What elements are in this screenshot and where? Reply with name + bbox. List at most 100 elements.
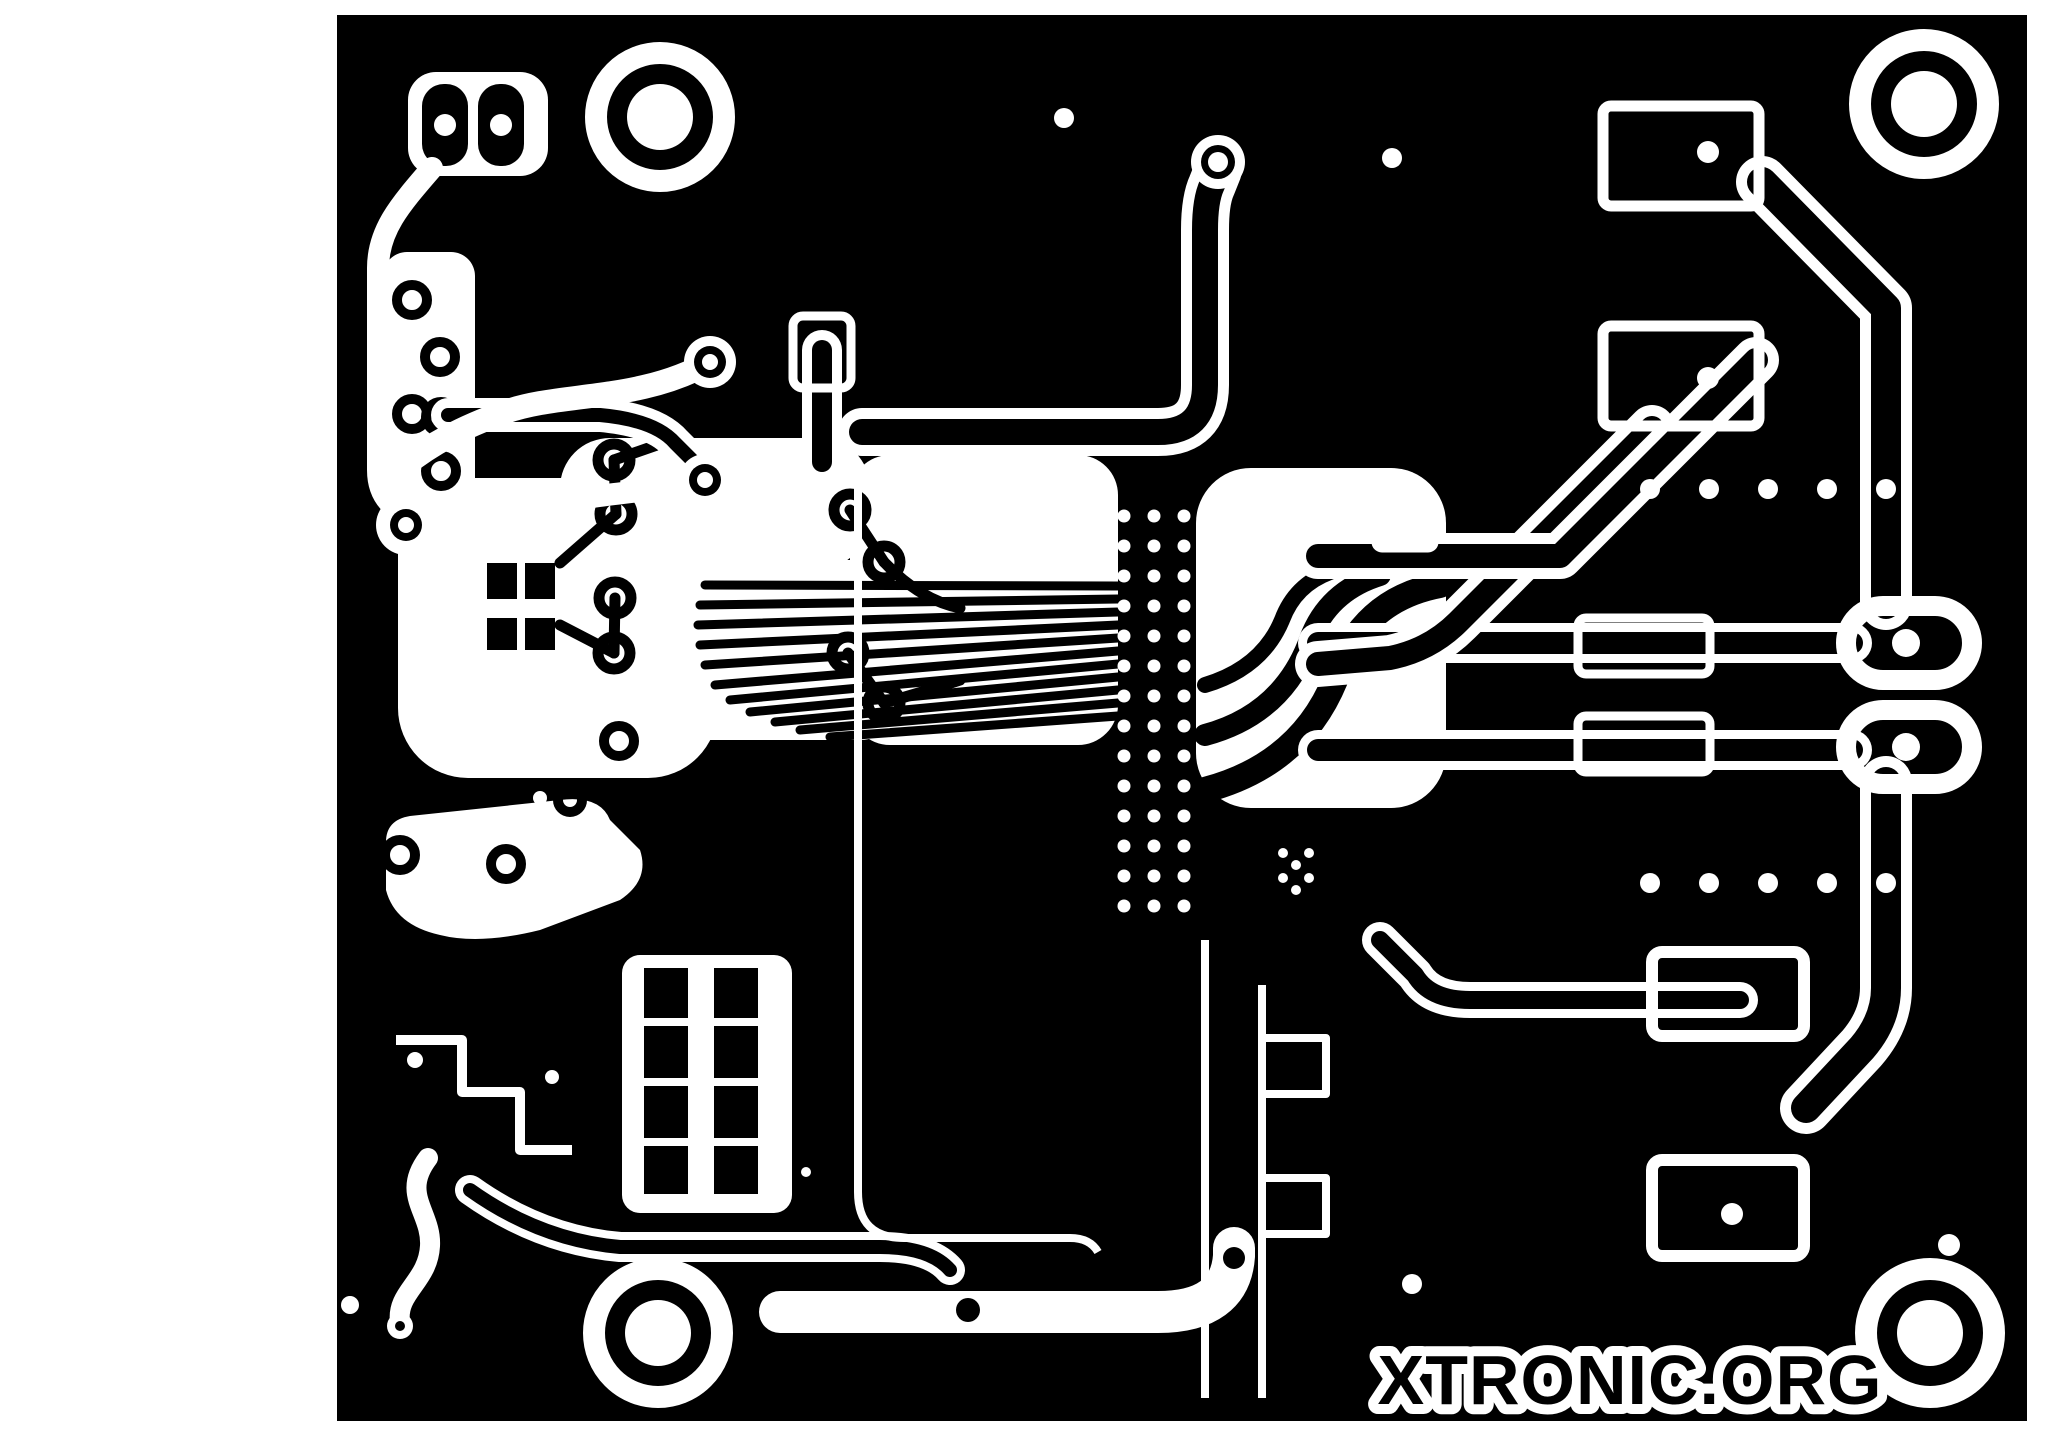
via-dot [1177,899,1191,913]
via-dot [1177,629,1191,643]
via-dot [1117,599,1131,613]
via-dot [1147,539,1161,553]
stray-dot [533,791,547,805]
dither-dot [1248,537,1258,547]
via-dot [1147,629,1161,643]
halo-traces [431,146,1912,1285]
lowerleft-pour [386,799,643,939]
staircase-outline [396,1035,572,1155]
mount-hole-core [1891,71,1957,137]
via-dot [1117,719,1131,733]
stray-dot [1938,1234,1960,1256]
via-grid [1117,509,1191,913]
via-dot [1147,509,1161,523]
stray-dot [1402,1274,1422,1294]
via-dot [1177,809,1191,823]
pad [387,1313,413,1339]
mount-hole-core [1897,1300,1963,1366]
rect-pads [1371,100,1810,1262]
scatter-dots [341,108,1960,1318]
square-pad-ring [599,721,639,761]
via-dot [1117,899,1131,913]
solder-dot-rows [1640,479,1896,893]
dither-dot [1373,497,1383,507]
dither-dot [1235,525,1245,535]
via-dot [1117,809,1131,823]
stray-dot [801,1167,811,1177]
dither-dot [1278,873,1288,883]
via-dot [1117,569,1131,583]
solder-dot [1758,479,1778,499]
dither-dot [1355,519,1365,529]
dither-dot [1291,885,1301,895]
rect-pad-a [1597,100,1765,212]
mount-hole-ring [1849,29,1999,179]
pad [679,454,731,506]
via-dot [1147,839,1161,853]
dither-dot [1304,848,1314,858]
solder-dot [1876,873,1896,893]
band-hole [1223,1247,1245,1269]
via-dot [1147,749,1161,763]
pad-drill-hole [1697,367,1719,389]
solder-dot [1640,479,1660,499]
rect-pad-g [1371,493,1439,553]
dither-dot [1261,525,1271,535]
dither-dot [1360,505,1370,515]
stray-dot [341,1296,359,1314]
via-dot [1177,749,1191,763]
rect-pad-c [1646,946,1810,1042]
solder-dot [1817,873,1837,893]
pad [1191,135,1245,189]
pad-drill-hole [434,114,456,136]
ring-pads-lowerleft [380,783,587,884]
via-dot [1147,899,1161,913]
via-dot [1177,839,1191,853]
stray-dot [1054,108,1074,128]
dither-dot [1304,873,1314,883]
via-dot [1147,869,1161,883]
via-dot [1147,659,1161,673]
solder-dot [1876,479,1896,499]
via-dot [1117,689,1131,703]
rect-pad-e [1573,613,1715,679]
mount-hole-core [627,84,693,150]
mounting-holes [583,29,2005,1408]
dither-dot [1291,860,1301,870]
logo-text: XTRONIC.ORG [1378,1341,1883,1419]
via-dot [1117,509,1131,523]
via-dot [1117,629,1131,643]
pad-drill-hole [1892,733,1920,761]
square-pad-pour [590,712,648,770]
stray-dot [845,1298,865,1318]
via-dot [1147,779,1161,793]
dip-pads [644,968,758,1194]
via-dot [1177,599,1191,613]
smd-squares [487,563,555,650]
via-dot [1177,869,1191,883]
mount-hole-ring [1855,1258,2005,1408]
via-dot [1177,659,1191,673]
rect-pad-d [1646,1154,1810,1262]
via-dot [1177,539,1191,553]
via-dot [1117,779,1131,793]
via-dot [1117,659,1131,673]
via-dot [1147,809,1161,823]
via-dot [1117,839,1131,853]
band-hole [956,1298,980,1322]
stray-dot [407,1052,423,1068]
dither-clusters [1235,493,1383,895]
clearance-outlines [396,468,1330,1398]
dogbone-blobs [1836,596,1982,794]
dither-dot [1347,493,1357,503]
pad-drill-hole [1892,629,1920,657]
solder-dot [1699,479,1719,499]
solder-dot [1758,873,1778,893]
via-dot [1147,599,1161,613]
round-pads [376,135,1245,1339]
mount-hole-ring [583,1258,733,1408]
dither-dot [1235,500,1245,510]
solder-dot [1640,873,1660,893]
